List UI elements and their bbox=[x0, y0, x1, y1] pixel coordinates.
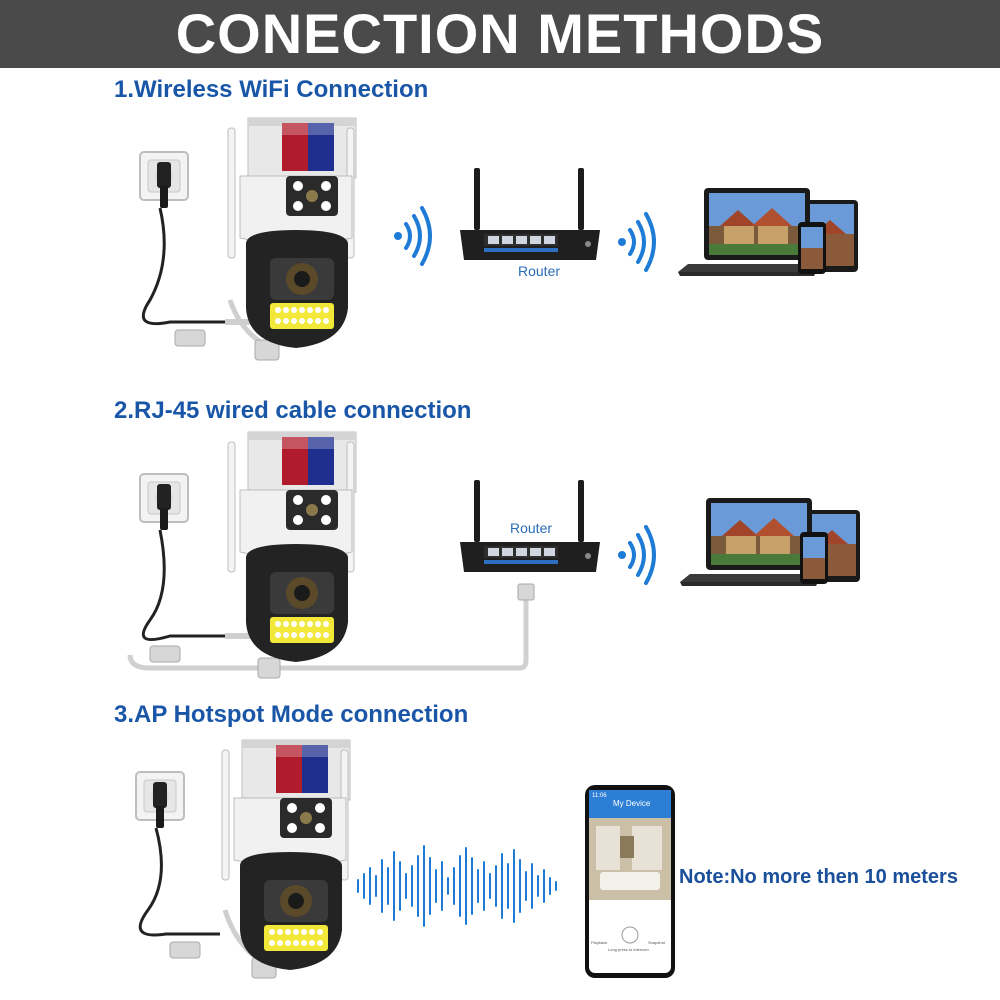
section-title-wired: 2.RJ-45 wired cable connection bbox=[114, 397, 472, 424]
section-title-wifi: 1.Wireless WiFi Connection bbox=[114, 76, 429, 103]
power-socket-icon bbox=[135, 771, 185, 829]
laptop-icon bbox=[678, 188, 858, 276]
power-socket-icon bbox=[139, 151, 189, 209]
playback-label: Playback bbox=[591, 940, 607, 945]
section-title-ap: 3.AP Hotspot Mode connection bbox=[114, 701, 469, 728]
wifi-signal-icon bbox=[392, 206, 432, 266]
wifi-signal-icon bbox=[616, 212, 656, 272]
router-label: Router bbox=[510, 520, 552, 536]
ip-camera-icon bbox=[227, 431, 357, 663]
distance-note: Note:No more then 10 meters bbox=[679, 866, 958, 888]
phone-status-time: 11:06 bbox=[592, 793, 607, 799]
talk-hint: Long press to intercom bbox=[608, 947, 649, 952]
router-label: Router bbox=[518, 263, 560, 279]
diagram-ap: 11:06 My Device Playback Snapshot Long p… bbox=[0, 735, 1000, 1000]
laptop-icon bbox=[680, 498, 860, 586]
ip-camera-icon bbox=[227, 117, 357, 349]
title-banner: CONECTION METHODS bbox=[0, 0, 1000, 68]
page-title: CONECTION METHODS bbox=[175, 2, 825, 65]
power-connector-icon bbox=[174, 329, 206, 347]
phone-app-title: My Device bbox=[613, 799, 651, 808]
ip-camera-icon bbox=[221, 739, 351, 971]
sound-wave-icon bbox=[357, 845, 557, 927]
router-icon bbox=[460, 168, 600, 260]
snapshot-label: Snapshot bbox=[648, 940, 666, 945]
ethernet-cable-icon bbox=[127, 596, 529, 671]
smartphone-icon: 11:06 My Device Playback Snapshot Long p… bbox=[585, 785, 675, 978]
wifi-signal-icon bbox=[616, 525, 656, 585]
power-socket-icon bbox=[139, 473, 189, 531]
diagram-wifi: Router bbox=[0, 110, 1000, 380]
diagram-wired: Router bbox=[0, 430, 1000, 690]
